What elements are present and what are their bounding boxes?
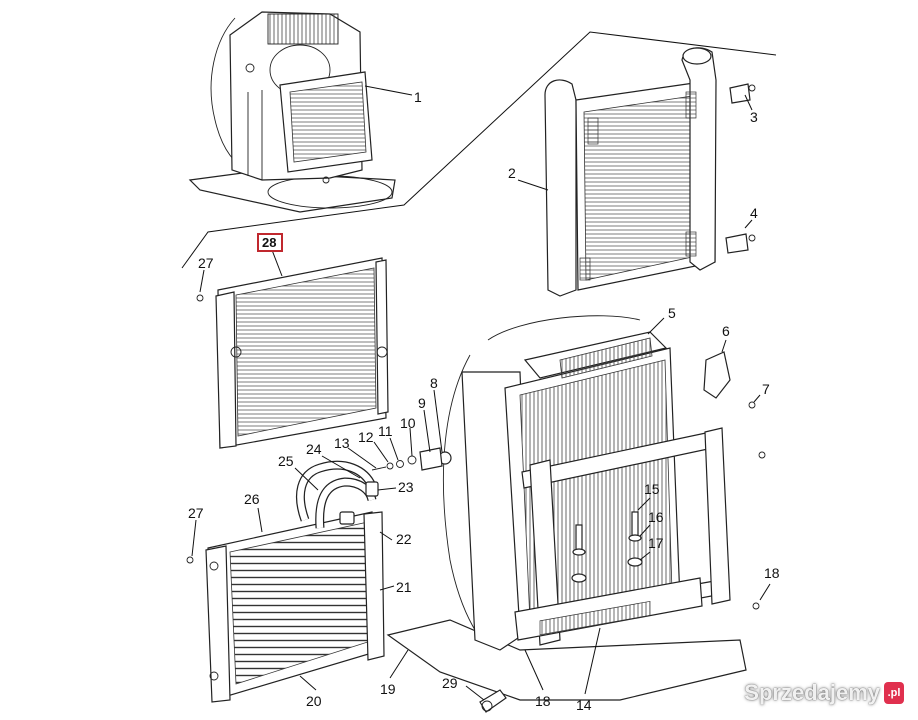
- callout-16: 16: [648, 509, 664, 525]
- callout-17: 17: [648, 535, 664, 551]
- main-radiator-assembly: [371, 315, 766, 713]
- callout-3: 3: [750, 109, 758, 125]
- callout-28: 28: [262, 235, 276, 250]
- callout-8: 8: [430, 375, 438, 391]
- hose-part-25: [295, 460, 379, 529]
- bracket-3: [729, 83, 756, 104]
- callout-5: 5: [668, 305, 676, 321]
- callout-22: 22: [396, 531, 412, 547]
- watermark-text: Sprzedajemy: [744, 680, 880, 705]
- charge-air-cooler: [544, 47, 717, 297]
- watermark-logo-icon: .pl: [884, 682, 904, 704]
- callout-18-right: 18: [764, 565, 780, 581]
- callout-23: 23: [398, 479, 414, 495]
- callout-27-lower: 27: [188, 505, 204, 521]
- callout-15: 15: [644, 481, 660, 497]
- callout-26: 26: [244, 491, 260, 507]
- leader-lines: [191, 85, 771, 701]
- callout-18-bottom: 18: [535, 693, 551, 709]
- callout-14: 14: [576, 697, 592, 713]
- callout-9: 9: [418, 395, 426, 411]
- overview-assembly: [188, 11, 396, 213]
- callout-20: 20: [306, 693, 322, 709]
- callout-25: 25: [278, 453, 294, 469]
- callout-6: 6: [722, 323, 730, 339]
- callout-11: 11: [378, 423, 393, 439]
- callout-7: 7: [762, 381, 770, 397]
- callout-1: 1: [414, 89, 422, 105]
- oil-cooler: [186, 511, 385, 703]
- condenser-part-28: [196, 257, 389, 449]
- callout-10: 10: [400, 415, 416, 431]
- callout-13: 13: [334, 435, 350, 451]
- callout-24: 24: [306, 441, 322, 457]
- callout-19: 19: [380, 681, 396, 697]
- callout-29: 29: [442, 675, 458, 691]
- callout-27-upper: 27: [198, 255, 214, 271]
- bracket-4: [725, 233, 756, 254]
- callout-labels: 1 2 3 4 5 6 7 8 9 10 11 12 13 14 15 16 1…: [188, 89, 780, 713]
- callout-12: 12: [358, 429, 374, 445]
- watermark: Sprzedajemy .pl: [744, 680, 904, 706]
- callout-28-highlight-box: [257, 233, 283, 252]
- callout-21: 21: [396, 579, 412, 595]
- callout-4: 4: [750, 205, 758, 221]
- callout-2: 2: [508, 165, 516, 181]
